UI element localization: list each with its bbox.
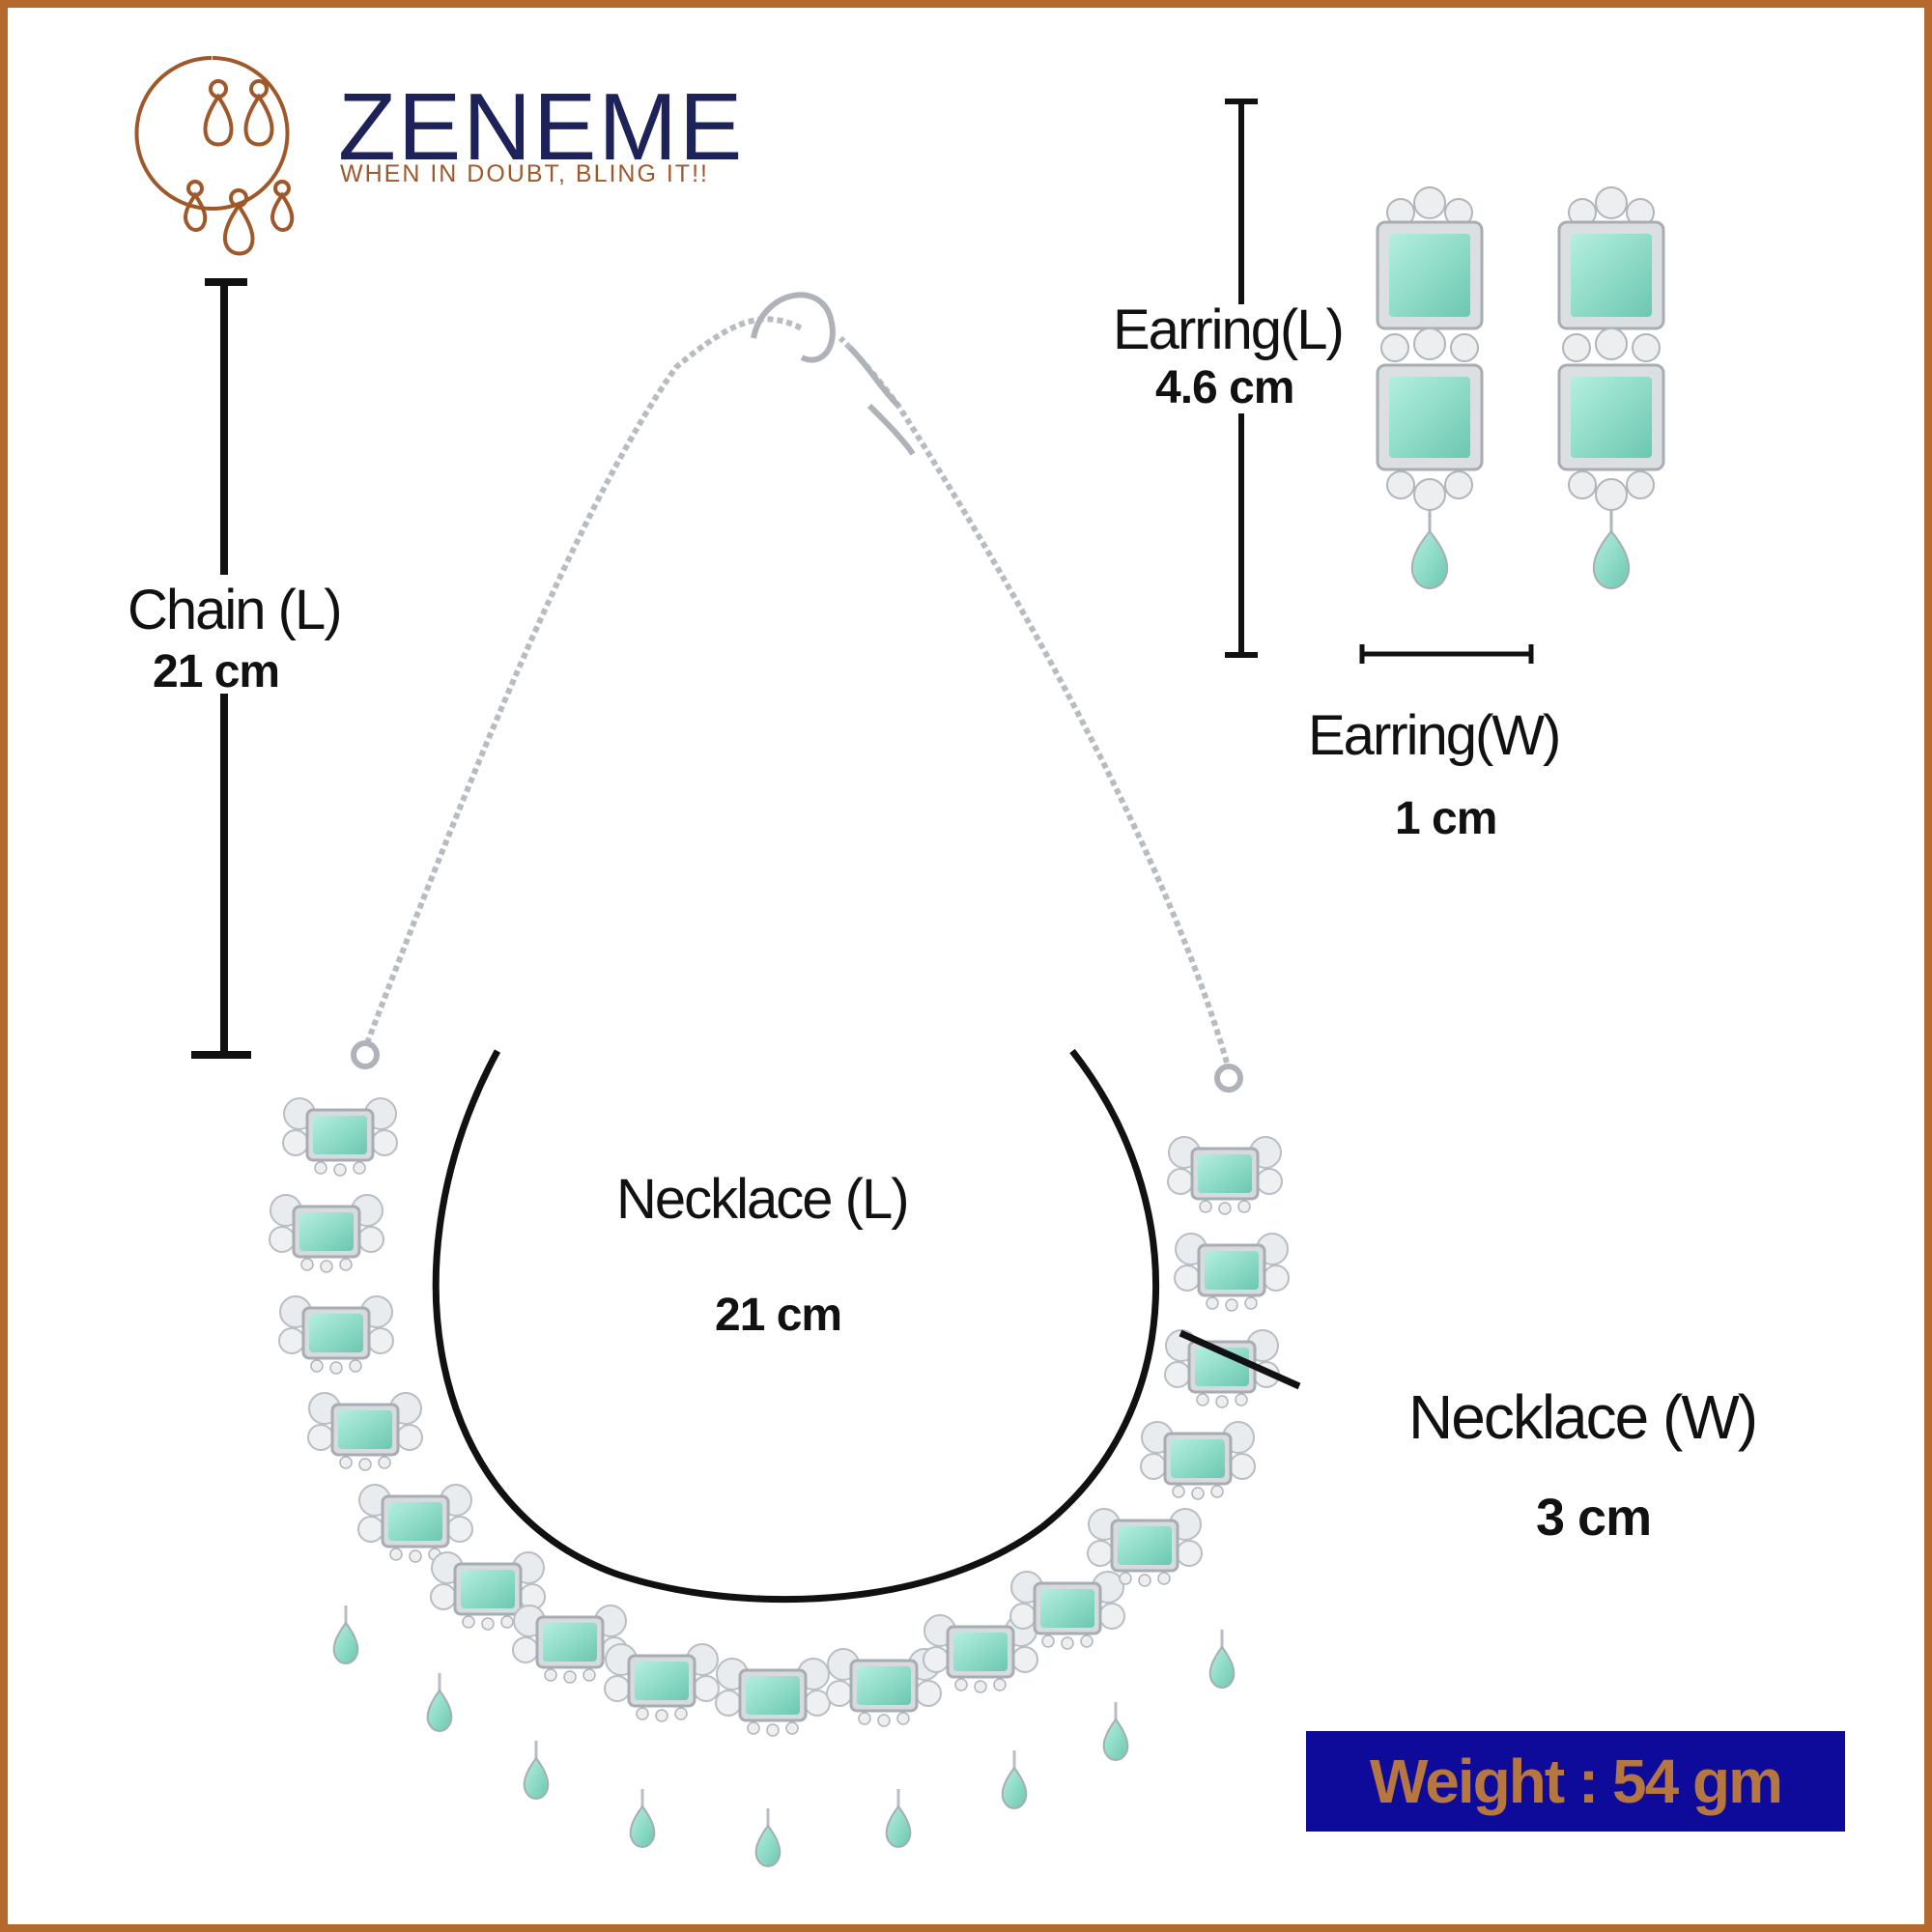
necklace-hook <box>751 292 916 456</box>
earring-width-line <box>1359 644 1534 664</box>
brand-tagline: WHEN IN DOUBT, BLING IT!! <box>340 160 709 187</box>
logo-ring <box>134 56 290 211</box>
chain-length-label: Chain (L) <box>128 579 343 641</box>
brand-name: ZENEME <box>338 73 745 180</box>
necklace-length-curve <box>432 1048 1160 1604</box>
necklace-width-label: Necklace (W) <box>1408 1382 1758 1452</box>
earring-length-label: Earring(L) <box>1113 298 1345 361</box>
necklace-drops <box>332 1604 1236 1868</box>
earring-right <box>1557 185 1665 590</box>
earring-width-value: 1 cm <box>1395 793 1497 844</box>
earring-width-label: Earring(W) <box>1308 704 1561 767</box>
earring-length-value: 4.6 cm <box>1155 362 1294 413</box>
necklace-end-rings <box>351 1040 1243 1093</box>
necklace-length-label: Necklace (L) <box>616 1168 910 1231</box>
earring-length-line <box>1225 99 1258 658</box>
chain-length-value: 21 cm <box>153 646 280 697</box>
chain-length-line <box>191 278 251 1059</box>
necklace-width-value: 3 cm <box>1536 1489 1652 1547</box>
weight-badge: Weight : 54 gm <box>1306 1731 1845 1832</box>
logo-drops <box>184 79 295 256</box>
weight-text: Weight : 54 gm <box>1370 1747 1783 1816</box>
earring-left <box>1376 185 1484 590</box>
necklace-chain <box>364 316 1230 1064</box>
necklace-width-line <box>1179 1329 1301 1390</box>
necklace-length-value: 21 cm <box>715 1290 842 1341</box>
